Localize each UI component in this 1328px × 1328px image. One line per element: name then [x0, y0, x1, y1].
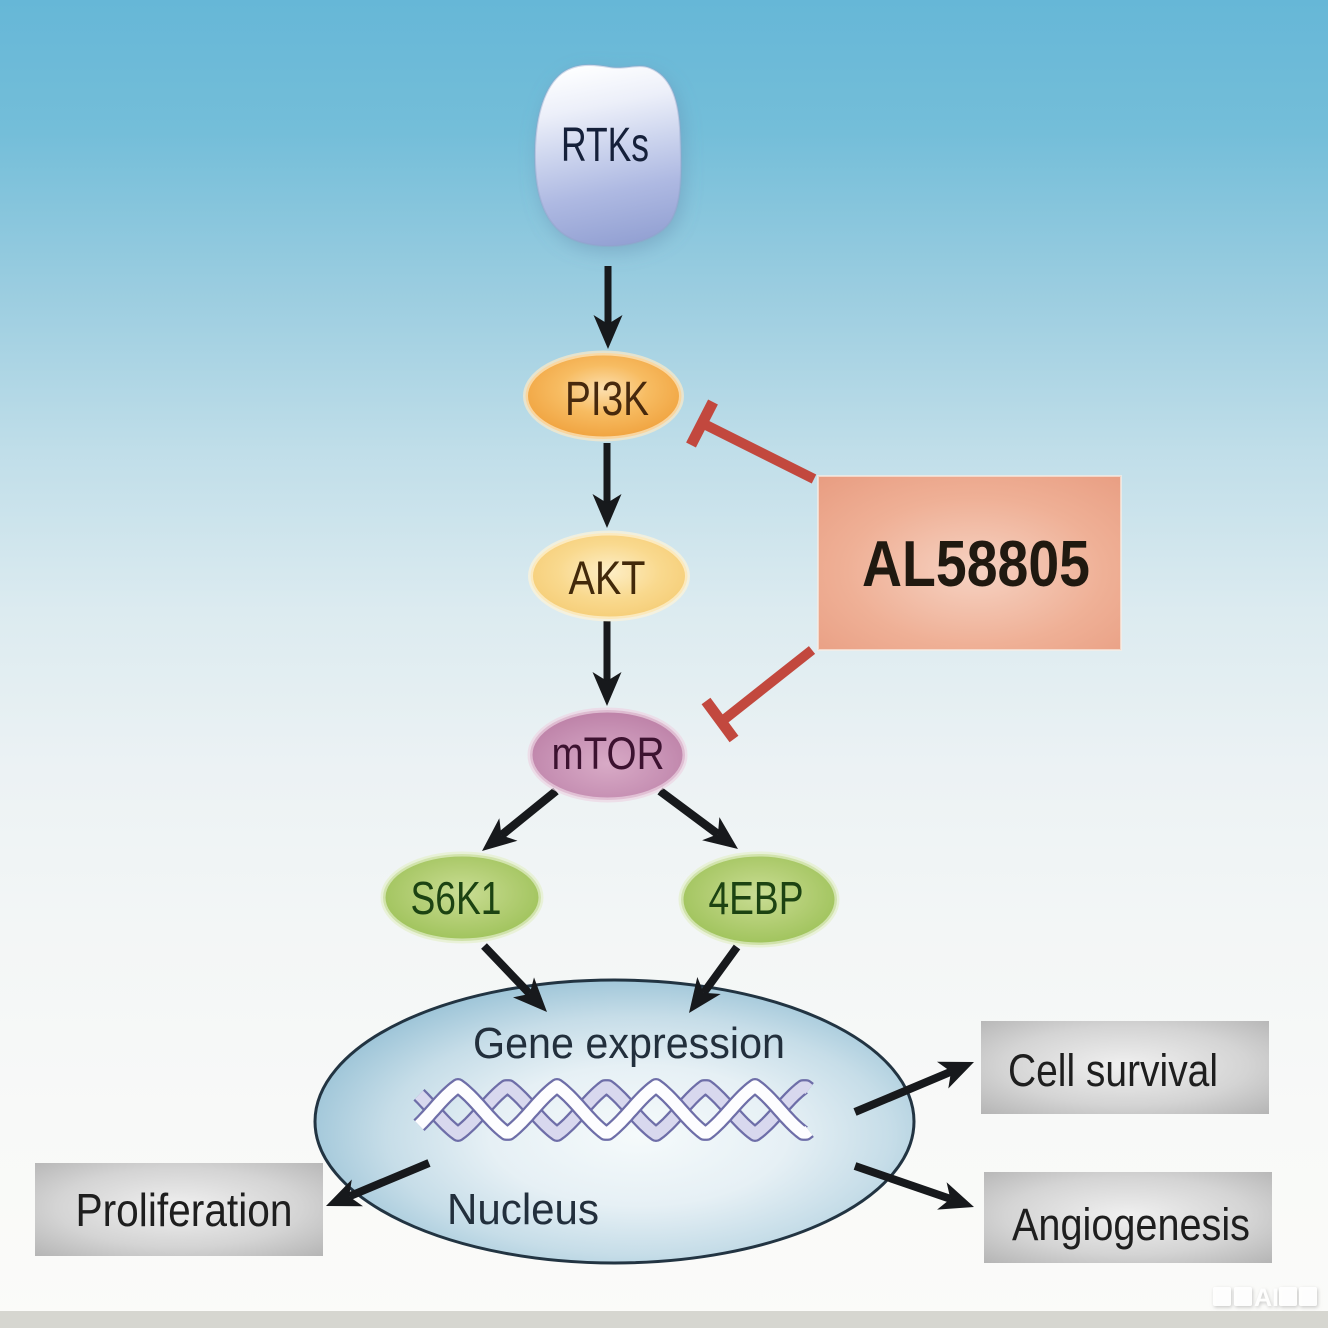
svg-text:Cell survival: Cell survival	[1008, 1045, 1218, 1096]
svg-text:Gene expression: Gene expression	[473, 1019, 785, 1068]
svg-text:Angiogenesis: Angiogenesis	[1012, 1199, 1250, 1250]
svg-text:AI: AI	[1254, 1284, 1279, 1312]
svg-text:S6K1: S6K1	[411, 872, 502, 924]
svg-text:4EBP: 4EBP	[709, 872, 804, 924]
svg-text:AKT: AKT	[569, 551, 646, 604]
svg-text:RTKs: RTKs	[561, 119, 649, 172]
svg-text:PI3K: PI3K	[565, 373, 649, 426]
svg-text:Nucleus: Nucleus	[447, 1185, 599, 1234]
svg-text:mTOR: mTOR	[552, 728, 665, 779]
svg-text:AL58805: AL58805	[862, 527, 1090, 600]
svg-text:Proliferation: Proliferation	[76, 1184, 293, 1236]
